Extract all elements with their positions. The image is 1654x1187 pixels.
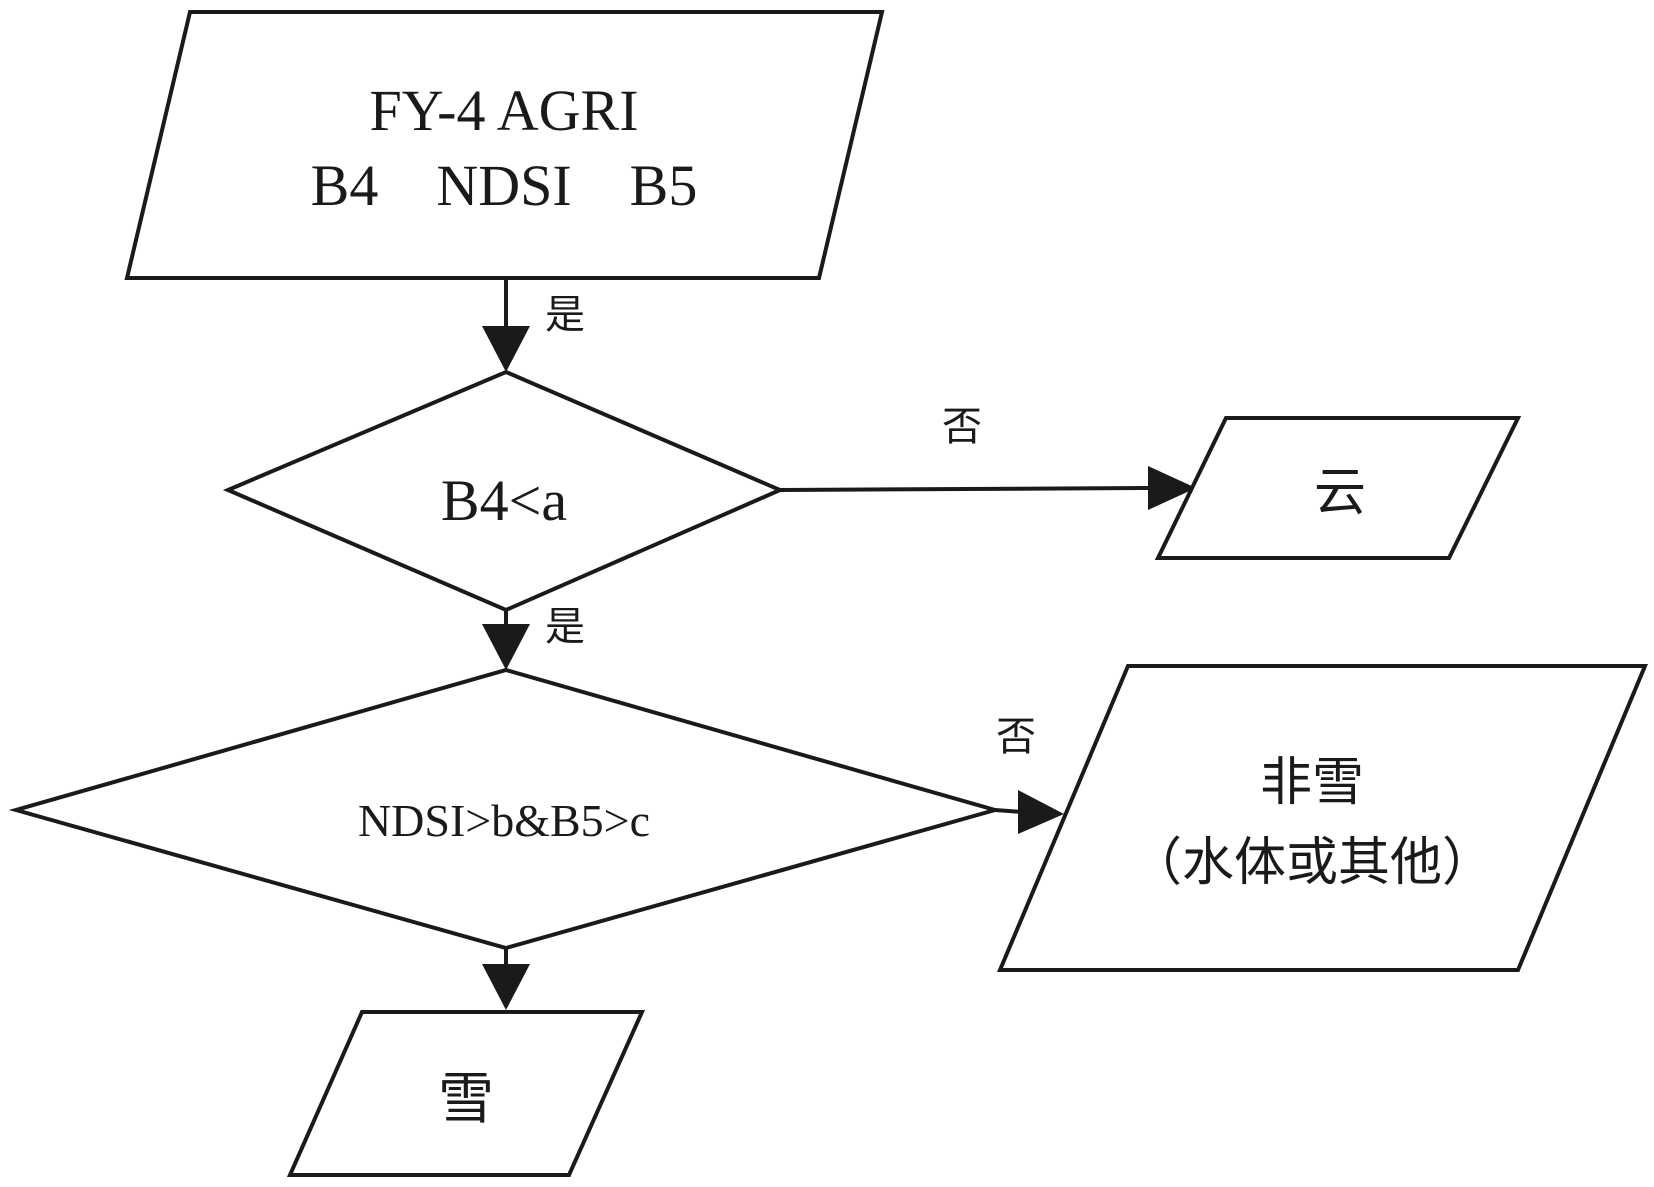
snow-label: 雪 [438, 1067, 494, 1132]
arrow-decision2-to-snow [482, 948, 530, 1010]
decision2-condition: NDSI>b&B5>c [358, 795, 650, 846]
cloud-node: 云 [1154, 416, 1522, 560]
decision1-condition: B4<a [441, 468, 567, 533]
decision1-node: B4<a [222, 369, 786, 613]
input-line1: FY-4 AGRI [369, 78, 638, 143]
edge-label-yes-2: 是 [545, 604, 585, 650]
decision2-node: NDSI>b&B5>c [8, 667, 1003, 951]
arrow-decision1-to-cloud [779, 466, 1196, 510]
edge-label-yes-1: 是 [545, 292, 585, 338]
non-snow-line1: 非雪 [1260, 753, 1364, 813]
edge-label-no-1: 否 [942, 404, 982, 450]
cloud-label: 云 [1314, 463, 1366, 523]
non-snow-line2: （水体或其他） [1130, 833, 1494, 893]
snow-node: 雪 [286, 1010, 646, 1177]
arrow-decision2-to-non-snow [994, 790, 1064, 834]
input-line2: B4 NDSI B5 [311, 153, 698, 218]
input-node: FY-4 AGRI B4 NDSI B5 [124, 10, 885, 280]
edge-label-no-2: 否 [996, 714, 1036, 760]
arrow-input-to-decision1 [482, 278, 530, 372]
arrow-decision1-to-decision2 [482, 610, 530, 670]
non-snow-node: 非雪 （水体或其他） [996, 664, 1649, 972]
